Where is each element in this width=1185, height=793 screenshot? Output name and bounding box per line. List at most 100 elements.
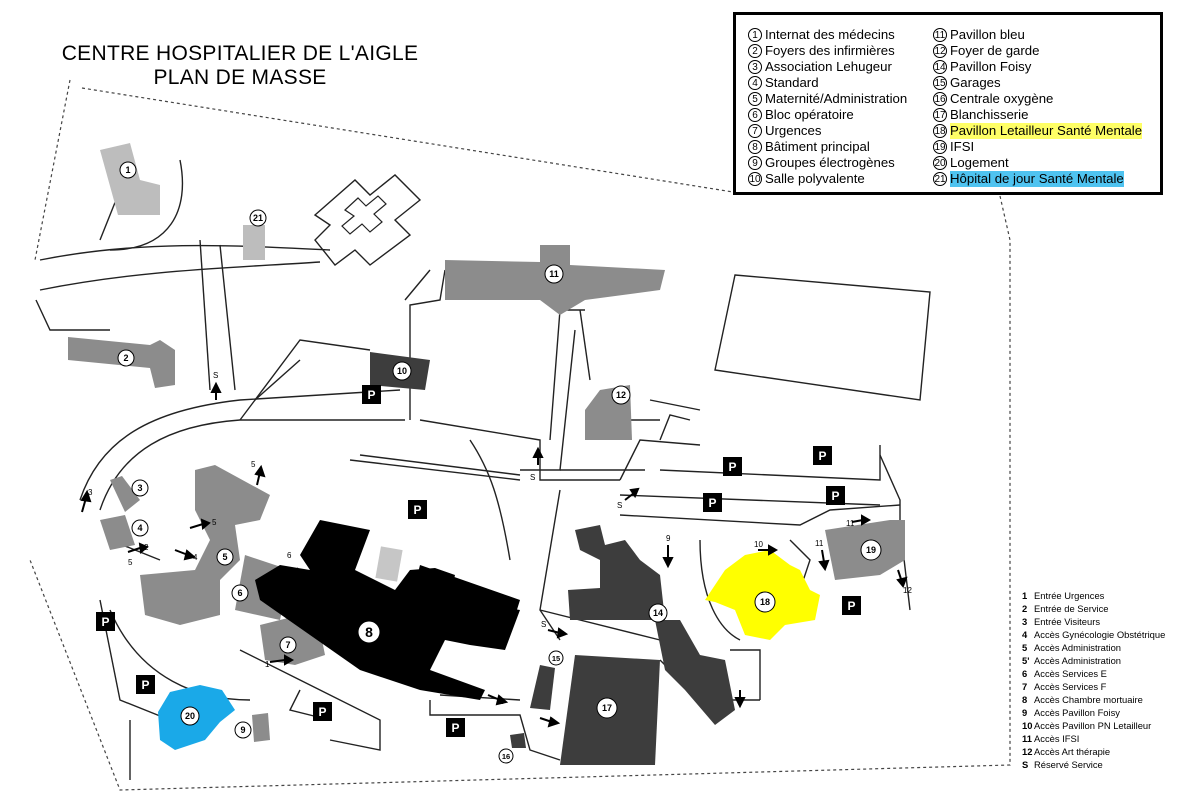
marker-15: 15 (548, 650, 564, 666)
marker-5: 5 (216, 548, 234, 566)
marker-19: 19 (860, 539, 882, 561)
access-legend-label: Accès Services E (1034, 668, 1107, 679)
legend-item-number: 17 (933, 108, 947, 122)
marker-11: 11 (544, 264, 564, 284)
legend-item-number: 9 (748, 156, 762, 170)
parking-10: P (313, 702, 332, 721)
site-boundary (29, 79, 1011, 791)
parking-9: P (136, 675, 155, 694)
svg-text:16: 16 (502, 752, 510, 761)
marker-21: 20 (180, 706, 200, 726)
entrance-label-1: 1 (265, 660, 270, 669)
svg-text:9: 9 (240, 725, 245, 735)
legend-item-label: Pavillon Letailleur Santé Mentale (950, 123, 1143, 139)
svg-text:P: P (831, 489, 839, 503)
parking-markers: P P P P P P P P P P P (96, 385, 861, 737)
legend-item-number: 3 (748, 60, 762, 74)
entrance-label-11a: 11 (846, 519, 855, 528)
svg-text:P: P (847, 599, 855, 613)
legend-item-number: 1 (748, 28, 762, 42)
entrance-label-s4: S (541, 620, 546, 629)
entrance-label-5c: 5 (128, 558, 133, 567)
svg-text:11: 11 (549, 269, 559, 279)
entrance-label-10: 10 (754, 540, 763, 549)
svg-text:15: 15 (552, 654, 560, 663)
access-legend-item: 5'Accès Administration (1022, 654, 1182, 667)
building-markers: 1 21 2 11 10 12 3 4 5 6 7 8 9 14 15 16 1… (117, 161, 882, 764)
legend-item-number: 10 (748, 172, 762, 186)
legend-item-label: Bloc opératoire (765, 107, 854, 122)
access-legend-label: Entrée de Service (1034, 603, 1109, 614)
access-legend-item: 4 Accès Gynécologie Obstétrique (1022, 628, 1182, 641)
building-4 (100, 515, 135, 550)
access-legend-key: 6 (1022, 668, 1028, 679)
legend-item-number: 6 (748, 108, 762, 122)
svg-text:5: 5 (222, 552, 227, 562)
svg-text:10: 10 (397, 366, 407, 376)
access-legend-key: 5 (1022, 642, 1028, 653)
legend-item-label: Foyer de garde (950, 43, 1040, 58)
access-legend-label: Accès Services F (1034, 681, 1107, 692)
access-legend-key: 2 (1022, 603, 1028, 614)
legend-item-number: 19 (933, 140, 947, 154)
parking-4: P (813, 446, 832, 465)
legend-item-label: Logement (950, 155, 1009, 170)
access-legend-key: 5' (1022, 655, 1030, 666)
entrance-label-12: 12 (903, 586, 912, 595)
access-legend-key: 1 (1022, 590, 1028, 601)
legend-item-number: 2 (748, 44, 762, 58)
helipad-cross (341, 195, 387, 235)
svg-text:P: P (708, 496, 716, 510)
legend-item-label: Blanchisserie (950, 107, 1029, 122)
marker-10: 10 (392, 361, 412, 381)
access-legend-label: Accès Gynécologie Obstétrique (1034, 629, 1166, 640)
parking-11: P (446, 718, 465, 737)
svg-text:8: 8 (365, 624, 373, 640)
marker-14: 14 (648, 603, 668, 623)
legend-item-label: Garages (950, 75, 1001, 90)
access-legend-label: Accès Pavillon PN Letailleur (1034, 720, 1152, 731)
access-legend-key: 4 (1022, 629, 1028, 640)
svg-text:P: P (318, 705, 326, 719)
marker-17: 17 (596, 697, 618, 719)
legend-item-number: 14 (933, 60, 947, 74)
building-15 (530, 665, 555, 710)
marker-18: 18 (754, 591, 776, 613)
parking-3: P (723, 457, 742, 476)
svg-text:4: 4 (137, 523, 142, 533)
svg-text:6: 6 (237, 588, 242, 598)
marker-4: 4 (131, 519, 149, 537)
parking-5: P (703, 493, 722, 512)
svg-text:20: 20 (185, 711, 195, 721)
svg-text:21: 21 (253, 213, 263, 223)
access-legend-key: 8 (1022, 694, 1028, 705)
svg-text:P: P (451, 721, 459, 735)
legend-item-label: Salle polyvalente (765, 171, 865, 186)
svg-text:19: 19 (866, 545, 876, 555)
legend-item-number: 16 (933, 92, 947, 106)
entrance-label-5a: 5 (251, 460, 256, 469)
svg-text:2: 2 (123, 353, 128, 363)
legend-item-label: Urgences (765, 123, 822, 138)
access-legend-key: 9 (1022, 707, 1028, 718)
